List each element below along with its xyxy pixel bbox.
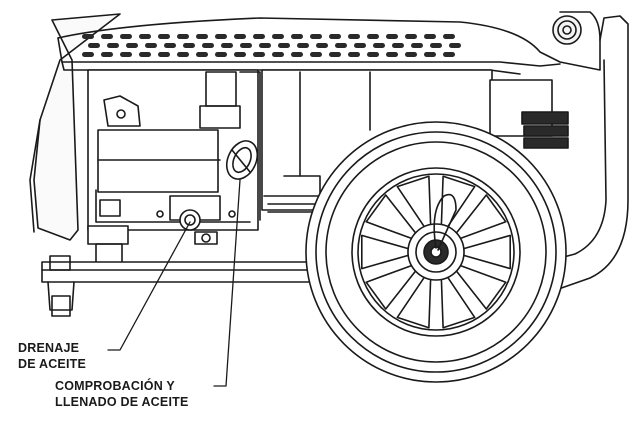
vent-slot (196, 34, 208, 39)
label-oil-check-line1: COMPROBACIÓN Y (55, 379, 175, 393)
vent-slot (145, 43, 157, 48)
vent-slot (272, 34, 284, 39)
vent-slots (82, 34, 461, 57)
label-oil-check-fill: COMPROBACIÓN Y LLENADO DE ACEITE (55, 378, 189, 410)
vent-slot (386, 34, 398, 39)
vent-slot (139, 52, 151, 57)
vent-slot (107, 43, 119, 48)
vent-slot (215, 34, 227, 39)
engine-block (87, 69, 261, 231)
vent-slot (101, 52, 113, 57)
vent-slot (367, 52, 379, 57)
vent-slot (310, 34, 322, 39)
vent-slot (392, 43, 404, 48)
vent-slot (120, 52, 132, 57)
vent-slot (234, 34, 246, 39)
frame-handle (544, 15, 629, 293)
vent-slot (329, 34, 341, 39)
oil-fill-cap-icon (225, 140, 259, 180)
outlet-panel (489, 79, 569, 149)
vent-slot (183, 43, 195, 48)
vent-slot (164, 43, 176, 48)
vent-slot (348, 34, 360, 39)
vent-slot (120, 34, 132, 39)
vent-slot (139, 34, 151, 39)
vent-slot (259, 43, 271, 48)
wheel-spokes (361, 175, 511, 329)
vent-slot (405, 52, 417, 57)
vent-slot (177, 52, 189, 57)
leader-check (213, 179, 241, 387)
vent-slot (449, 43, 461, 48)
vent-slot (291, 52, 303, 57)
vent-slot (221, 43, 233, 48)
vent-slot (82, 52, 94, 57)
vent-slot (234, 52, 246, 57)
vent-slot (272, 52, 284, 57)
vent-slot (443, 52, 455, 57)
vent-slot (88, 43, 100, 48)
vent-slot (291, 34, 303, 39)
oil-drain-plug-icon (194, 231, 218, 245)
vent-slot (329, 52, 341, 57)
vent-slot (354, 43, 366, 48)
vent-slot (196, 52, 208, 57)
vent-slot (253, 52, 265, 57)
vent-slot (424, 52, 436, 57)
vent-slot (82, 34, 94, 39)
label-oil-drain-line2: DE ACEITE (18, 357, 87, 371)
label-oil-drain-line1: DRENAJE (18, 341, 80, 355)
vent-slot (367, 34, 379, 39)
vent-slot (310, 52, 322, 57)
vent-slot (278, 43, 290, 48)
wheel (305, 121, 567, 383)
vent-slot (297, 43, 309, 48)
vent-slot (373, 43, 385, 48)
vent-slot (424, 34, 436, 39)
vent-slot (335, 43, 347, 48)
vent-slot (126, 43, 138, 48)
vent-slot (240, 43, 252, 48)
vent-slot (253, 34, 265, 39)
vent-slot (158, 34, 170, 39)
mount-bolt-left (87, 199, 129, 265)
vent-slot (405, 34, 417, 39)
vent-slot (443, 34, 455, 39)
top-cover (57, 11, 601, 75)
leader-lines (107, 179, 241, 387)
vent-slot (411, 43, 423, 48)
vent-slot (177, 34, 189, 39)
fuel-cap-icon (552, 15, 582, 45)
leader-drain (107, 221, 191, 351)
label-oil-drain: DRENAJE DE ACEITE (18, 340, 86, 372)
vent-slot (158, 52, 170, 57)
vent-slot (215, 52, 227, 57)
vent-slot (386, 52, 398, 57)
vent-slot (348, 52, 360, 57)
vent-slot (202, 43, 214, 48)
vent-slot (101, 34, 113, 39)
vent-slot (430, 43, 442, 48)
label-oil-check-line2: LLENADO DE ACEITE (55, 395, 189, 409)
vent-slot (316, 43, 328, 48)
